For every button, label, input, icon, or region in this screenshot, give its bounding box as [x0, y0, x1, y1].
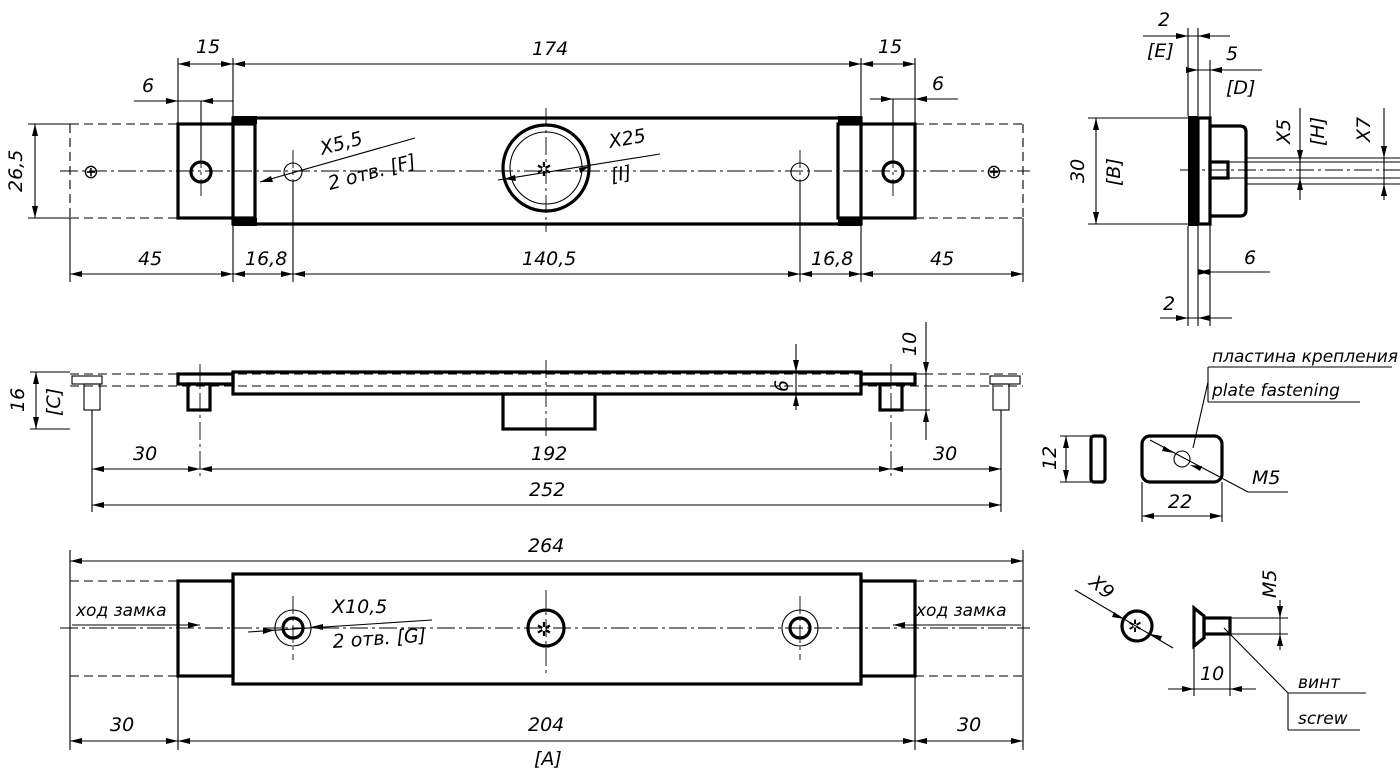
phantom-screw-right-icon: ⊕	[986, 161, 1002, 183]
hole-small-label: X5,5	[317, 127, 365, 160]
side-dim-5: 5	[1226, 43, 1238, 65]
dim-45-left: 45	[138, 248, 162, 270]
phantom-screw-left-icon: ⊕	[83, 161, 99, 183]
plate-fastening: пластина крепления plate fastening 12 M5…	[1039, 347, 1398, 522]
screw-head-icon: ✲	[1128, 617, 1142, 637]
dim-6-left: 6	[142, 75, 154, 97]
front-dim-30-right: 30	[933, 443, 957, 465]
travel-label-left: ход замка	[75, 601, 167, 621]
label-C: [C]	[43, 388, 65, 416]
bottom-dim-30-left: 30	[110, 714, 134, 736]
plate-label-en: plate fastening	[1211, 381, 1340, 401]
dim-15-right: 15	[878, 36, 902, 58]
dim-15-left: 15	[196, 36, 220, 58]
side-dim-6: 6	[1244, 247, 1256, 269]
plate-thread: M5	[1252, 467, 1280, 489]
front-dim-30-left: 30	[133, 443, 157, 465]
front-dim-6: 6	[771, 380, 793, 392]
dim-45-right: 45	[930, 248, 954, 270]
label-E: [E]	[1147, 40, 1174, 62]
front-dim-10: 10	[899, 332, 921, 356]
dim-140-5: 140,5	[522, 248, 576, 270]
dim-16-8-left: 16,8	[245, 248, 287, 270]
dim-26-5: 26,5	[5, 150, 27, 192]
hole-small-note: 2 отв. [F]	[326, 150, 418, 195]
plate-dim-22: 22	[1168, 491, 1192, 513]
bottom-view: ✲ 264 ход замка ход замка X10,5 2 отв. […	[60, 535, 1030, 770]
side-view: 2 [E] 5 [D] 30 [B] X5 [H] X7 6 2	[1067, 9, 1400, 326]
bottom-dim-30-right: 30	[957, 714, 981, 736]
screw-dim-10: 10	[1200, 663, 1224, 685]
label-H: [H]	[1307, 117, 1329, 146]
screw-label-en: screw	[1298, 709, 1348, 729]
label-B: [B]	[1103, 158, 1125, 186]
bottom-dim-204: 204	[528, 714, 564, 736]
dim-16-8-right: 16,8	[811, 248, 853, 270]
plate-dim-12: 12	[1039, 446, 1061, 470]
dim-174: 174	[532, 38, 568, 60]
dim-6-right: 6	[932, 73, 944, 95]
phillips-mark-icon: ✲	[536, 159, 552, 181]
hole-big-note: [I]	[609, 162, 633, 187]
side-dim-2-top: 2	[1158, 9, 1170, 31]
front-dim-16: 16	[7, 388, 29, 412]
bottom-hole-label: X10,5	[331, 596, 387, 618]
travel-label-right: ход замка	[915, 601, 1007, 621]
center-screw-icon: ✲	[536, 619, 552, 641]
front-dim-192: 192	[531, 443, 567, 465]
screw-label-ru: винт	[1298, 673, 1341, 693]
label-D: [D]	[1226, 77, 1255, 99]
front-view: 16 [C] 6 10 30 192 30 252	[7, 322, 1023, 512]
side-dim-2-bottom: 2	[1163, 293, 1175, 315]
side-dim-x5: X5	[1273, 119, 1295, 145]
bottom-dim-264: 264	[528, 535, 564, 557]
label-A: [A]	[534, 748, 562, 770]
side-dim-30: 30	[1067, 159, 1089, 183]
front-dim-252: 252	[529, 479, 565, 501]
top-view: ✲ ⊕ ⊕ 15 174 15 6 6 26,5 X5,5 2 отв. [F]…	[5, 36, 1030, 282]
bottom-hole-note: 2 отв. [G]	[332, 625, 427, 653]
side-dim-x7: X7	[1353, 117, 1375, 143]
screw-thread: M5	[1259, 570, 1281, 598]
plate-label-ru: пластина крепления	[1212, 347, 1398, 367]
hole-big-label: X25	[606, 125, 647, 153]
screw-detail: ✲ X9 M5 10 винт screw	[1074, 570, 1366, 731]
